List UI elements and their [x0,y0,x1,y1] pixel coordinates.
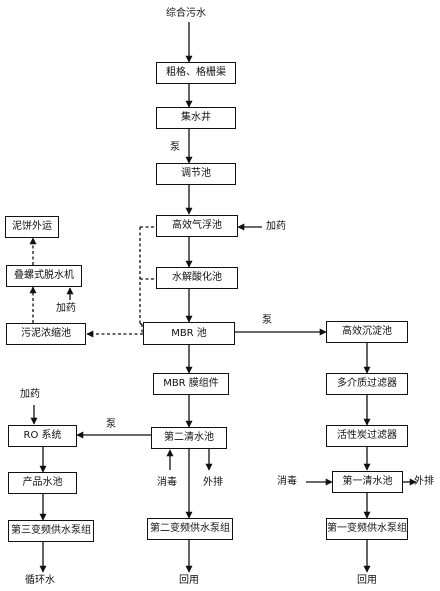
grille-box: 粗格、格栅渠 [156,62,236,84]
second-supply-box: 第二变频供水泵组 [147,518,233,540]
pump-label-mbr: 泵 [262,315,272,326]
hd-settle-box: 高效沉淀池 [326,321,408,343]
disinfect-label-2: 消毒 [157,477,177,488]
mbr-membrane-box: MBR 膜组件 [153,373,229,395]
mud-out-box: 泥饼外运 [5,216,59,238]
dose-label-ro: 加药 [20,389,40,400]
flotation-box: 高效气浮池 [156,215,238,237]
pump-label-ro: 泵 [106,419,116,430]
equalization-box: 调节池 [156,163,236,185]
third-supply-box: 第三变频供水泵组 [8,520,94,542]
second-clear-box: 第二清水池 [151,427,227,449]
product-water-box: 产品水池 [8,472,77,494]
carbon-box: 活性炭过滤器 [326,425,408,447]
reuse-label-1: 回用 [357,575,377,586]
first-supply-box: 第一变频供水泵组 [326,518,408,540]
hydrolysis-box: 水解酸化池 [156,267,238,289]
dose-label-press: 加药 [56,303,76,314]
belt-press-box: 叠螺式脱水机 [6,265,82,287]
dose-label-flotation: 加药 [266,221,286,232]
disinfect-label-1: 消毒 [277,476,297,487]
sludge-thickener-box: 污泥浓缩池 [6,323,86,345]
source-label: 综合污水 [166,8,206,19]
reuse-label-2: 回用 [179,575,199,586]
discharge-label-2: 外排 [203,477,223,488]
first-clear-box: 第一清水池 [332,471,403,493]
discharge-label-1: 外排 [414,476,434,487]
ro-system-box: RO 系统 [8,425,77,447]
mbr-tank-box: MBR 池 [143,322,235,345]
sump-box: 集水井 [156,107,236,129]
circulating-water-label: 循环水 [25,575,55,586]
multimedia-box: 多介质过滤器 [326,373,408,395]
pump-label-sump: 泵 [170,142,180,153]
